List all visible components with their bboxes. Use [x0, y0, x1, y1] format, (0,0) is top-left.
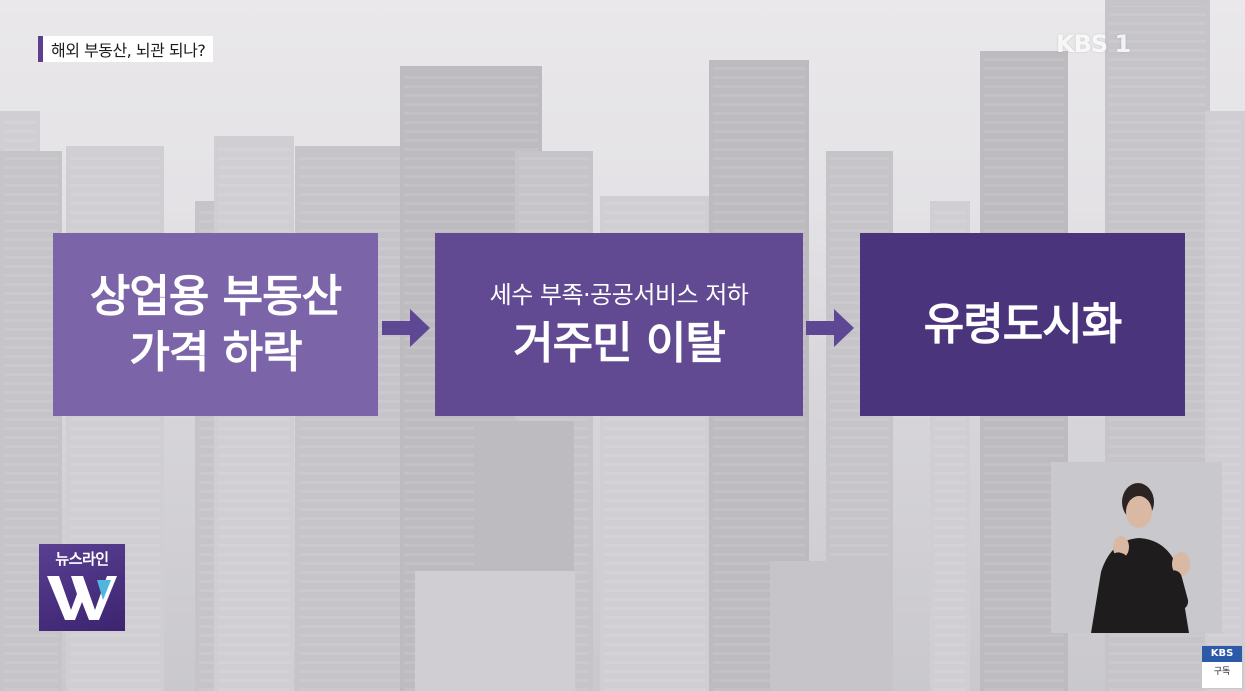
- newsline-w-logo-icon: [47, 576, 117, 620]
- kbs-channel-watermark: KBS 1: [1056, 30, 1131, 58]
- flow-arrow-right-icon: [806, 309, 854, 347]
- flow-box-1-line-2: 가격 하락: [129, 326, 302, 378]
- flow-box-ghost-town: 유령도시화: [860, 233, 1185, 416]
- flow-box-1-line-1: 상업용 부동산: [89, 270, 342, 322]
- flow-box-2-subtitle: 세수 부족·공공서비스 저하: [489, 280, 749, 309]
- flow-arrow-right-icon: [382, 309, 430, 347]
- flow-box-commercial-price-drop: 상업용 부동산 가격 하락: [53, 233, 378, 416]
- subscribe-badge-brand: KBS: [1202, 646, 1242, 662]
- subscribe-badge[interactable]: KBS 구독: [1201, 645, 1243, 689]
- flow-box-3-title: 유령도시화: [923, 298, 1122, 350]
- interpreter-figure-icon: [1051, 462, 1222, 633]
- sign-language-interpreter-inset: [1051, 462, 1222, 633]
- flow-box-2-title: 거주민 이탈: [513, 317, 726, 369]
- newsline-logo-label: 뉴스라인: [55, 550, 109, 568]
- flow-box-resident-exodus: 세수 부족·공공서비스 저하 거주민 이탈: [435, 233, 803, 416]
- segment-title: 해외 부동산, 뇌관 되나?: [38, 36, 214, 62]
- newsline-program-logo: 뉴스라인: [39, 544, 125, 631]
- subscribe-badge-label: 구독: [1213, 667, 1231, 677]
